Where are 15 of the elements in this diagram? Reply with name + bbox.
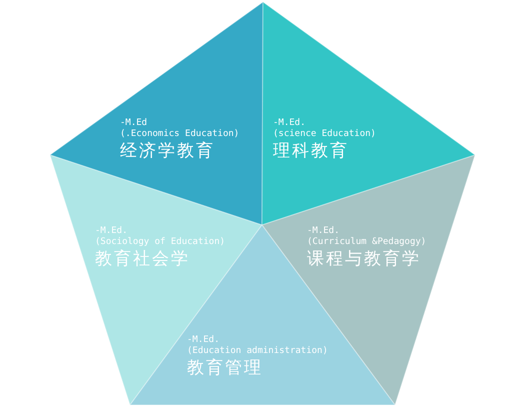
program-subtitle: (Sociology of Education) — [95, 237, 226, 248]
program-subtitle: (.Economics Education) — [120, 129, 240, 140]
program-name: 理科教育 — [273, 140, 349, 162]
degree-label: -M.Ed. — [95, 226, 128, 237]
program-subtitle: (science Education) — [273, 129, 376, 140]
degree-label: -M.Ed. — [307, 226, 340, 237]
program-name: 教育管理 — [187, 357, 263, 379]
program-subtitle: (Education administration) — [187, 346, 328, 357]
degree-label: -M.Ed. — [273, 118, 306, 129]
degree-label: -M.Ed. — [187, 335, 220, 346]
program-name: 经济学教育 — [120, 140, 215, 162]
program-subtitle: (Curriculum &Pedagogy) — [307, 237, 426, 248]
degree-label: -M.Ed — [120, 118, 148, 129]
program-name: 课程与教育学 — [307, 248, 421, 270]
program-name: 教育社会学 — [95, 248, 190, 270]
